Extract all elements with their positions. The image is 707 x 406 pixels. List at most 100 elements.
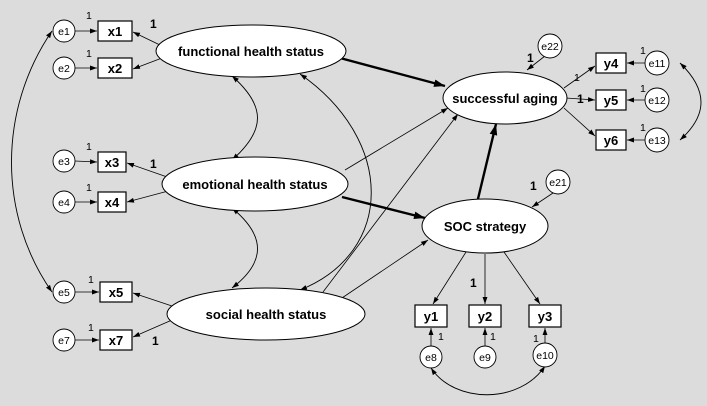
cov-functional-social — [299, 73, 372, 291]
svg-text:e22: e22 — [541, 41, 559, 53]
path-social-to-x7 — [132, 319, 173, 338]
path-functional-to-x1 — [132, 31, 163, 47]
label-e4-x4: 1 — [86, 182, 92, 194]
error-e2: e2 — [52, 56, 76, 80]
observed-y6: y6 — [595, 129, 627, 151]
svg-text:x2: x2 — [108, 61, 122, 76]
svg-text:e9: e9 — [479, 352, 491, 364]
path-soc-to-y1 — [432, 251, 467, 305]
label-success-y4: 1 — [574, 72, 580, 84]
svg-text:y4: y4 — [604, 56, 619, 71]
observed-y3: y3 — [528, 304, 562, 328]
error-e21: e21 — [545, 169, 571, 195]
svg-text:e10: e10 — [536, 350, 554, 362]
observed-x4: x4 — [97, 191, 127, 213]
cov-e8-e10 — [430, 365, 546, 396]
label-success-y5: 1 — [577, 92, 584, 106]
svg-text:y3: y3 — [538, 309, 552, 324]
latent-success-label: successful aging — [452, 91, 558, 106]
svg-text:e11: e11 — [649, 58, 666, 70]
svg-text:x3: x3 — [105, 155, 119, 170]
observed-x3: x3 — [97, 151, 127, 173]
observed-x2: x2 — [97, 57, 133, 79]
error-e10: e10 — [532, 342, 558, 368]
label-e11-y4: 1 — [640, 45, 646, 57]
path-success-to-y6 — [563, 107, 596, 137]
label-e12-y5: 1 — [640, 83, 646, 95]
observed-y5: y5 — [595, 89, 627, 111]
svg-text:y2: y2 — [478, 309, 492, 324]
label-e8-y1: 1 — [438, 331, 444, 343]
path-emotional-to-x3 — [126, 162, 171, 179]
label-e7-x7: 1 — [88, 322, 94, 334]
latent-functional: functional health status — [155, 24, 347, 78]
label-e10-y3: 1 — [533, 333, 539, 345]
error-e22: e22 — [537, 33, 563, 59]
label-e2-x2: 1 — [86, 48, 92, 60]
label-social-x7: 1 — [152, 334, 159, 348]
path-soc-to-success — [475, 123, 498, 204]
svg-text:e4: e4 — [58, 197, 70, 209]
svg-text:e21: e21 — [549, 177, 567, 189]
svg-text:e3: e3 — [58, 156, 70, 168]
latent-social-label: social health status — [206, 307, 327, 322]
path-soc-to-y3 — [503, 251, 541, 305]
label-e13-y6: 1 — [640, 122, 646, 134]
svg-text:e2: e2 — [58, 63, 70, 75]
label-soc-y2: 1 — [470, 276, 477, 290]
error-e9: e9 — [473, 345, 497, 369]
svg-text:y6: y6 — [604, 133, 618, 148]
path-e22-to-success — [526, 55, 546, 71]
error-e4: e4 — [52, 190, 76, 214]
label-e1-x1: 1 — [86, 10, 92, 22]
observed-y1: y1 — [414, 304, 448, 328]
path-social-to-success — [322, 113, 459, 293]
error-e8: e8 — [419, 345, 443, 369]
label-e21-soc: 1 — [530, 179, 537, 193]
svg-text:e7: e7 — [58, 335, 70, 347]
observed-y2: y2 — [468, 304, 502, 328]
svg-text:x4: x4 — [105, 195, 120, 210]
label-e5-x5: 1 — [88, 274, 94, 286]
path-emotional-to-success — [344, 107, 449, 171]
label-e3-x3: 1 — [86, 141, 92, 153]
svg-text:y1: y1 — [424, 309, 438, 324]
error-e13: e13 — [644, 127, 670, 153]
observed-x1: x1 — [97, 20, 133, 42]
path-e3-to-x3 — [74, 159, 98, 165]
observed-x5: x5 — [99, 281, 133, 303]
svg-text:x7: x7 — [109, 333, 123, 348]
path-emotional-to-x4 — [126, 189, 173, 203]
svg-text:x5: x5 — [109, 285, 123, 300]
latent-functional-label: functional health status — [178, 44, 324, 59]
svg-text:x1: x1 — [108, 24, 122, 39]
cov-e11-e13 — [679, 62, 702, 141]
svg-text:e8: e8 — [425, 352, 437, 364]
svg-text:e13: e13 — [648, 135, 666, 147]
path-functional-to-success — [339, 56, 446, 88]
latent-emotional: emotional health status — [161, 156, 349, 212]
cov-emotional-social — [231, 207, 258, 289]
cov-functional-emotional — [231, 75, 258, 161]
latent-social: social health status — [166, 287, 366, 341]
error-e1: e1 — [52, 19, 76, 43]
label-e22-success: 1 — [527, 51, 534, 65]
observed-y4: y4 — [595, 52, 627, 74]
error-e12: e12 — [644, 87, 670, 113]
latent-soc-label: SOC strategy — [444, 219, 527, 234]
latent-emotional-label: emotional health status — [182, 177, 327, 192]
path-e21-to-soc — [531, 192, 554, 208]
svg-text:e1: e1 — [58, 26, 70, 38]
observed-x7: x7 — [99, 329, 133, 351]
error-e3: e3 — [52, 149, 76, 173]
latent-soc: SOC strategy — [421, 198, 549, 254]
error-e7: e7 — [52, 328, 76, 352]
path-social-to-soc — [335, 239, 429, 303]
svg-text:e5: e5 — [58, 287, 70, 299]
path-success-to-y4 — [563, 65, 596, 89]
cov-e1-e5 — [11, 30, 53, 293]
latent-success: successful aging — [442, 71, 568, 125]
label-emotional-x3: 1 — [150, 157, 157, 171]
label-functional-x1: 1 — [150, 17, 157, 31]
